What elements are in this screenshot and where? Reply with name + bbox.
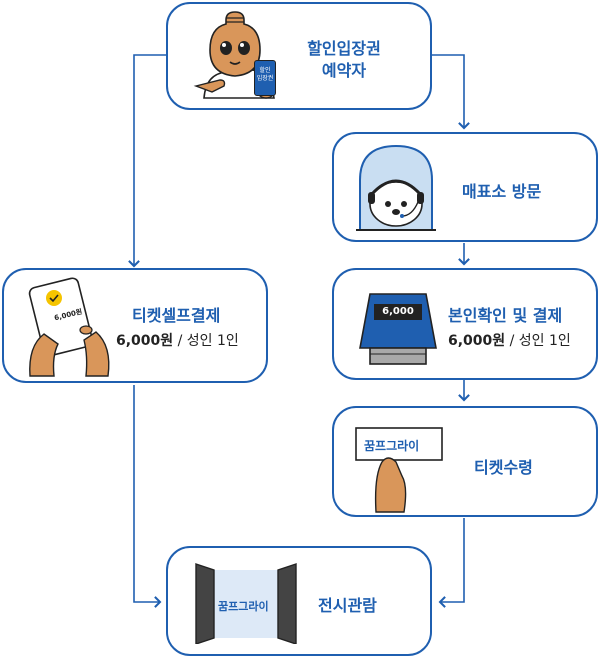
self-pay-price-suffix: / 성인 1인: [173, 333, 239, 349]
reservation-title-line2: 예약자: [321, 61, 367, 80]
verify-price-suffix: / 성인 1인: [505, 333, 571, 349]
card-text-1: 할인: [259, 67, 271, 74]
self-pay-price-line: 6,000원 / 성인 1인: [116, 330, 239, 350]
node-exhibition-viewing: 꿈프그라이 전시관람: [166, 546, 432, 656]
self-pay-price: 6,000원: [116, 333, 174, 349]
verify-title: 본인확인 및 결제: [448, 306, 563, 325]
ticket-in-hand-illustration: 꿈프그라이: [355, 427, 443, 513]
connector-reservation-to-self-pay: [128, 54, 166, 268]
card-text-2: 입장권: [256, 75, 274, 82]
connector-self-pay-to-view: [133, 385, 162, 608]
self-pay-hand-illustration: [28, 277, 110, 377]
view-title: 전시관람: [318, 596, 377, 615]
verify-price: 6,000원: [448, 333, 506, 349]
ticket-office-illustration: [356, 144, 436, 231]
node-verify-and-pay: 6,000 본인확인 및 결제 6,000원 / 성인 1인: [332, 268, 598, 380]
visit-title: 매표소 방문: [462, 182, 542, 201]
connector-reservation-to-visit: [432, 54, 470, 130]
node-ticket-self-pay: 6,000원 티켓셀프결제 6,000원 / 성인 1인: [2, 268, 268, 383]
receive-title: 티켓수령: [474, 458, 533, 477]
node-ticket-receive: 꿈프그라이 티켓수령: [332, 406, 598, 517]
connector-receive-to-view: [438, 518, 465, 608]
node-reservation: 할인 입장권 할인입장권 예약자: [166, 2, 432, 110]
svg-text:꿈프그라이: 꿈프그라이: [364, 438, 419, 453]
node-ticket-office-visit: 매표소 방문: [332, 132, 598, 242]
card-terminal-illustration: [359, 293, 437, 365]
self-pay-title: 티켓셀프결제: [132, 306, 221, 325]
discount-ticket-card: 할인 입장권: [254, 60, 276, 96]
verify-price-line: 6,000원 / 성인 1인: [448, 330, 571, 350]
reservation-title: 할인입장권 예약자: [296, 38, 392, 82]
svg-text:꿈프그라이: 꿈프그라이: [218, 599, 269, 613]
reservation-title-line1: 할인입장권: [307, 39, 381, 58]
exhibition-door-illustration: 꿈프그라이: [195, 563, 297, 644]
terminal-screen-text: 6,000: [382, 306, 414, 317]
